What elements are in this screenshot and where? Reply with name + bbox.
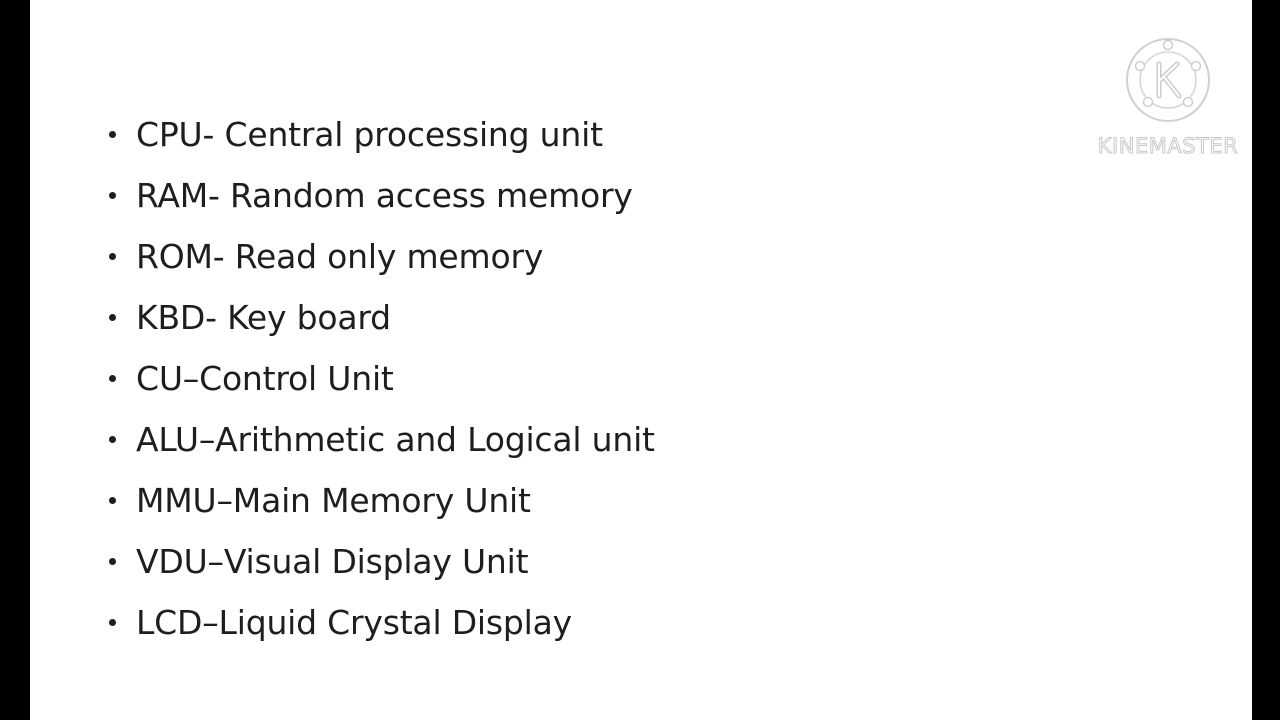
slide: CPU- Central processing unit RAM- Random… xyxy=(30,0,1252,720)
list-item-text: ROM- Read only memory xyxy=(136,237,544,276)
list-item-text: CPU- Central processing unit xyxy=(136,115,603,154)
list-item-text: VDU–Visual Display Unit xyxy=(136,542,529,581)
watermark-text: KINEMASTER xyxy=(1097,134,1239,159)
list-item: RAM- Random access memory xyxy=(104,165,655,226)
list-item-text: LCD–Liquid Crystal Display xyxy=(136,603,572,642)
bullet-icon xyxy=(109,131,116,138)
kinemaster-watermark: KINEMASTER xyxy=(1092,36,1244,166)
kinemaster-k-icon xyxy=(1126,38,1210,122)
list-item: CPU- Central processing unit xyxy=(104,104,655,165)
bullet-icon xyxy=(109,436,116,443)
bullet-icon xyxy=(109,192,116,199)
list-item: MMU–Main Memory Unit xyxy=(104,470,655,531)
list-item-text: KBD- Key board xyxy=(136,298,391,337)
list-item-text: RAM- Random access memory xyxy=(136,176,633,215)
bullet-icon xyxy=(109,314,116,321)
bullet-icon xyxy=(109,558,116,565)
list-item: VDU–Visual Display Unit xyxy=(104,531,655,592)
bullet-icon xyxy=(109,253,116,260)
bullet-icon xyxy=(109,619,116,626)
bullet-icon xyxy=(109,375,116,382)
list-item: ALU–Arithmetic and Logical unit xyxy=(104,409,655,470)
list-item: LCD–Liquid Crystal Display xyxy=(104,592,655,653)
list-item: ROM- Read only memory xyxy=(104,226,655,287)
bullet-list: CPU- Central processing unit RAM- Random… xyxy=(104,104,655,653)
list-item-text: ALU–Arithmetic and Logical unit xyxy=(136,420,655,459)
list-item-text: MMU–Main Memory Unit xyxy=(136,481,531,520)
list-item: CU–Control Unit xyxy=(104,348,655,409)
bullet-icon xyxy=(109,497,116,504)
list-item: KBD- Key board xyxy=(104,287,655,348)
list-item-text: CU–Control Unit xyxy=(136,359,394,398)
